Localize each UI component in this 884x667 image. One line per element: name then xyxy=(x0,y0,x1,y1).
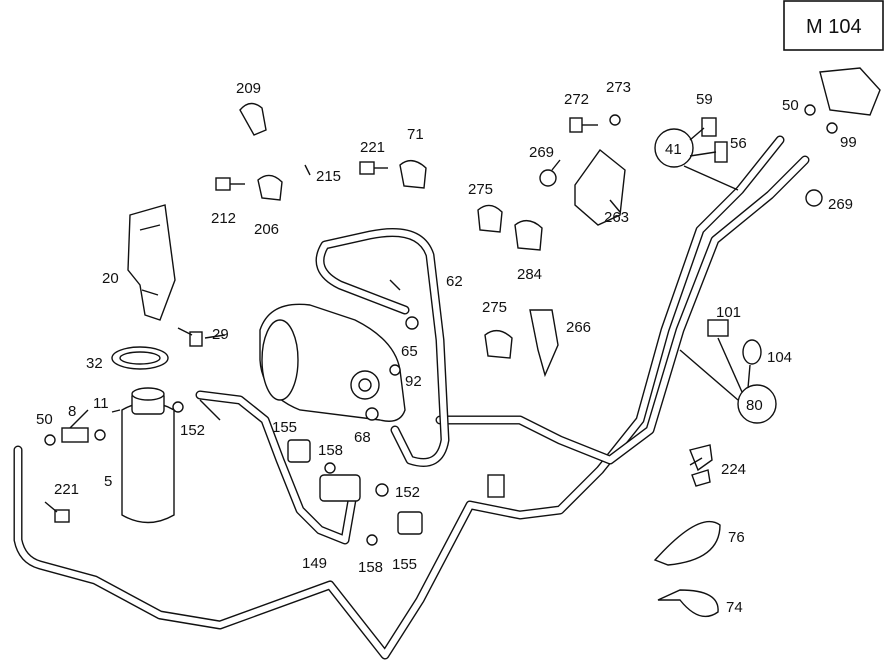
clip-284 xyxy=(514,220,543,251)
seal-11 xyxy=(94,429,106,441)
seal-50-right xyxy=(804,104,816,116)
callout-76: 76 xyxy=(728,529,745,546)
compressor xyxy=(259,303,406,422)
callout-62: 62 xyxy=(446,273,463,290)
bolt-272 xyxy=(569,117,598,133)
callout-152-upper: 152 xyxy=(180,422,205,439)
expansion-valve xyxy=(819,67,881,116)
valve-101 xyxy=(707,319,729,337)
callout-149: 149 xyxy=(302,555,327,572)
callouts: 209 272 273 59 50 99 56 41 221 71 269 21… xyxy=(36,79,857,616)
switch-155-right xyxy=(397,511,423,535)
seal-158-upper xyxy=(324,462,336,474)
bracket-hose-mount xyxy=(487,474,505,498)
callout-266: 266 xyxy=(566,319,591,336)
callout-68: 68 xyxy=(354,429,371,446)
callout-158-lower: 158 xyxy=(358,559,383,576)
callout-224: 224 xyxy=(721,461,746,478)
callout-11: 11 xyxy=(93,395,109,412)
callout-275-lower: 275 xyxy=(482,299,507,316)
callout-29: 29 xyxy=(212,326,229,343)
callout-20: 20 xyxy=(102,270,119,287)
callout-41: 41 xyxy=(665,141,682,158)
cap-56 xyxy=(714,141,728,163)
clip-206 xyxy=(257,174,283,201)
cap-104 xyxy=(742,339,762,365)
bracket-20 xyxy=(127,204,176,321)
callout-50-right: 50 xyxy=(782,97,799,114)
valve-59 xyxy=(701,117,717,137)
seal-152-lower xyxy=(375,483,389,497)
callout-215: 215 xyxy=(316,168,341,185)
model-badge-text: M 104 xyxy=(806,16,862,38)
callout-65: 65 xyxy=(401,343,418,360)
callout-206: 206 xyxy=(254,221,279,238)
tee-fitting xyxy=(319,474,361,502)
seal-68 xyxy=(365,407,379,421)
nut-269-left xyxy=(539,169,557,187)
hose-lines xyxy=(13,135,810,660)
callout-284: 284 xyxy=(517,266,542,283)
clip-209 xyxy=(239,102,267,136)
callout-269-left: 269 xyxy=(529,144,554,161)
bolt-221-upper xyxy=(359,161,388,175)
callout-152-lower: 152 xyxy=(395,484,420,501)
seal-158-lower xyxy=(366,534,378,546)
callout-71: 71 xyxy=(407,126,424,143)
bolt-29 xyxy=(177,327,203,347)
fitting-8 xyxy=(61,427,89,443)
callout-99: 99 xyxy=(840,134,857,151)
seal-99 xyxy=(826,122,838,134)
callout-92: 92 xyxy=(405,373,422,390)
bracket-263 xyxy=(574,148,626,226)
washer-273 xyxy=(609,114,621,126)
seal-50-left xyxy=(44,434,56,446)
callout-59: 59 xyxy=(696,91,713,108)
seal-65 xyxy=(405,316,419,330)
callout-275-upper: 275 xyxy=(468,181,493,198)
switch-155-left xyxy=(287,439,311,463)
callout-50-left: 50 xyxy=(36,411,53,428)
model-badge: M 104 xyxy=(783,0,884,51)
callout-8: 8 xyxy=(68,403,76,420)
callout-101: 101 xyxy=(716,304,741,321)
callout-155-right: 155 xyxy=(392,556,417,573)
callout-263: 263 xyxy=(604,209,629,226)
callout-155-left: 155 xyxy=(272,419,297,436)
clamp-32 xyxy=(111,346,169,370)
bracket-266 xyxy=(529,309,559,378)
strap-76 xyxy=(653,520,721,566)
callout-80: 80 xyxy=(746,397,763,414)
group-41 xyxy=(654,127,739,191)
clip-275-lower xyxy=(484,330,513,359)
callout-273: 273 xyxy=(606,79,631,96)
callout-209: 209 xyxy=(236,80,261,97)
leader-lines xyxy=(69,159,703,466)
receiver-drier xyxy=(121,387,175,524)
group-80 xyxy=(679,337,777,424)
callout-221-lower: 221 xyxy=(54,481,79,498)
callout-272: 272 xyxy=(564,91,589,108)
bolt-221-lower xyxy=(44,501,70,523)
callout-32: 32 xyxy=(86,355,103,372)
nut-269-right xyxy=(805,189,823,207)
clip-224 xyxy=(689,444,713,487)
bolt-212 xyxy=(215,177,245,191)
callout-74: 74 xyxy=(726,599,743,616)
callout-212: 212 xyxy=(211,210,236,227)
callout-5: 5 xyxy=(104,473,112,490)
clip-71 xyxy=(399,160,427,189)
callout-158-upper: 158 xyxy=(318,442,343,459)
callout-221-upper: 221 xyxy=(360,139,385,156)
callout-269-right: 269 xyxy=(828,196,853,213)
strap-74 xyxy=(657,589,719,618)
seal-152-upper xyxy=(172,401,184,413)
callout-56: 56 xyxy=(730,135,747,152)
clip-275-upper xyxy=(477,204,503,233)
callout-104: 104 xyxy=(767,349,792,366)
